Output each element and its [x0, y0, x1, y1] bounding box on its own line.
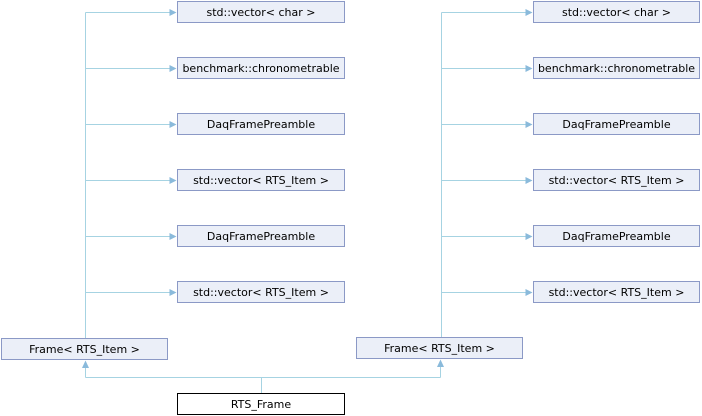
right-group-edges [441, 12, 526, 337]
node-daqframepreamble-1-left[interactable]: DaqFramePreamble [177, 113, 345, 135]
node-std-vector-char-right[interactable]: std::vector< char > [533, 1, 700, 23]
node-benchmark-chronometrable-right[interactable]: benchmark::chronometrable [533, 57, 700, 79]
node-std-vector-rtsitem-1-right[interactable]: std::vector< RTS_Item > [533, 169, 700, 191]
node-daqframepreamble-2-right[interactable]: DaqFramePreamble [533, 225, 700, 247]
left-group-edges [85, 12, 170, 338]
node-std-vector-rtsitem-2-right[interactable]: std::vector< RTS_Item > [533, 281, 700, 303]
node-std-vector-char-left[interactable]: std::vector< char > [177, 1, 345, 23]
node-frame-rtsitem-left[interactable]: Frame< RTS_Item > [1, 338, 168, 360]
node-daqframepreamble-2-left[interactable]: DaqFramePreamble [177, 225, 345, 247]
edge-arrowheads [82, 9, 533, 368]
node-frame-rtsitem-right[interactable]: Frame< RTS_Item > [356, 337, 523, 359]
node-daqframepreamble-1-right[interactable]: DaqFramePreamble [533, 113, 700, 135]
inheritance-edges [85, 366, 441, 393]
node-rts-frame-main: RTS_Frame [177, 393, 345, 415]
node-std-vector-rtsitem-1-left[interactable]: std::vector< RTS_Item > [177, 169, 345, 191]
node-benchmark-chronometrable-left[interactable]: benchmark::chronometrable [177, 57, 345, 79]
node-std-vector-rtsitem-2-left[interactable]: std::vector< RTS_Item > [177, 281, 345, 303]
